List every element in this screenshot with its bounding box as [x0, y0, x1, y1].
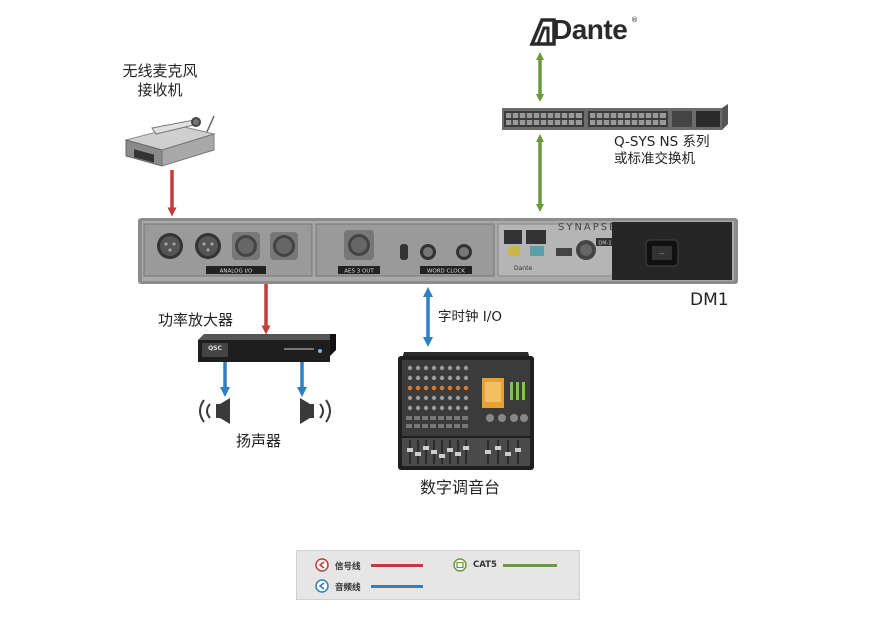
legend-signal-label: 信号线 — [335, 562, 361, 572]
legend-cat5-label: CAT5 — [473, 560, 497, 570]
power-amp-label: 功率放大器 — [158, 311, 234, 329]
xlr-input-1 — [157, 233, 183, 259]
analog-io-label: ANALOG I/O — [220, 269, 253, 275]
speaker-right-icon — [300, 398, 331, 424]
legend-audio-swatch — [371, 585, 423, 588]
power-amp-device: QSC — [198, 334, 336, 362]
speakers-label: 扬声器 — [236, 432, 282, 450]
aes-out-connector — [344, 230, 374, 260]
wireless-receiver-device — [124, 115, 216, 167]
dante-port-label: Dante — [514, 265, 532, 272]
speaker-left-icon — [199, 398, 230, 424]
switch-label: Q-SYS NS 系列 或标准交换机 — [614, 134, 710, 167]
word-clock-label: WORD CLOCK — [427, 269, 465, 275]
word-clock-out — [456, 244, 472, 260]
word-clock-io-label: 字时钟 I/O — [438, 309, 502, 325]
wireless-mic-label: 无线麦克风 接收机 — [122, 62, 198, 99]
registered-mark: ® — [631, 16, 638, 24]
xlr-output-1 — [232, 232, 260, 260]
legend-box: 信号线 音频线 CAT5 — [296, 550, 580, 600]
model-label: DM-1 — [598, 241, 611, 247]
aes-out-label: AES 3 OUT — [344, 269, 374, 275]
xlr-input-2 — [195, 233, 221, 259]
network-switch-device — [502, 104, 728, 130]
legend-cat5-swatch — [503, 564, 557, 567]
xlr-output-2 — [270, 232, 298, 260]
digital-console-device — [398, 352, 534, 470]
dm1-rack-unit: ANALOG I/O AES 3 OUT WORD CLOCK Dante SY… — [138, 218, 738, 284]
svg-text:QSC: QSC — [208, 345, 222, 352]
power-inlet-label: ~ — [659, 249, 666, 258]
word-clock-in — [420, 244, 436, 260]
legend-signal-swatch — [371, 564, 423, 567]
digital-console-label: 数字调音台 — [420, 478, 501, 497]
signal-line-icon — [315, 558, 329, 572]
dante-logo-text: Dante — [552, 14, 628, 45]
brand-synapse-label: SYNAPSE — [558, 222, 617, 233]
dante-mark-icon — [529, 18, 556, 46]
legend-audio-label: 音频线 — [335, 583, 361, 593]
audio-line-icon — [315, 579, 329, 593]
dm1-label: DM1 — [690, 290, 729, 310]
cat5-icon — [453, 558, 467, 572]
